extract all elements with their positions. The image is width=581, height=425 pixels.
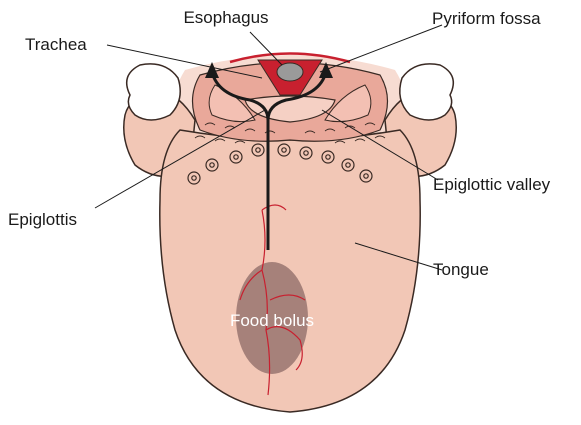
- label-epiglottis: Epiglottis: [8, 210, 77, 229]
- label-food-bolus: Food bolus: [230, 311, 314, 330]
- label-esophagus: Esophagus: [183, 8, 268, 27]
- label-trachea: Trachea: [25, 35, 87, 54]
- label-pyriform-fossa: Pyriform fossa: [432, 9, 541, 28]
- label-tongue: Tongue: [433, 260, 489, 279]
- esophagus-lumen: [277, 63, 303, 81]
- label-epiglottic-valley: Epiglottic valley: [433, 175, 551, 194]
